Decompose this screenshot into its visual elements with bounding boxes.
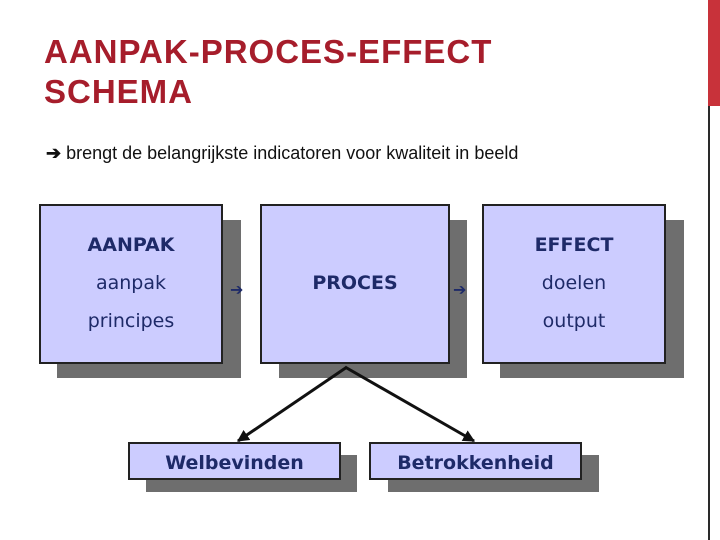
arrow-right-icon: ➔	[46, 143, 62, 163]
arrow-right-icon: ➔	[453, 280, 467, 299]
welbevinden-label: Welbevinden	[165, 452, 304, 474]
slide-title-line-1: AANPAK-PROCES-EFFECT	[44, 33, 493, 70]
effect-item: doelen	[541, 272, 607, 294]
arrow-right-icon: ➔	[230, 280, 244, 299]
betrokkenheid-box: Betrokkenheid	[369, 442, 582, 480]
proces-box: PROCES	[260, 204, 450, 364]
aanpak-item: principes	[87, 310, 175, 332]
subtitle-text: brengt de belangrijkste indicatoren voor…	[66, 143, 519, 163]
connector-line-right	[344, 365, 476, 443]
aanpak-item: aanpak	[95, 272, 167, 294]
slide-subtitle: ➔brengt de belangrijkste indicatoren voo…	[46, 143, 518, 164]
betrokkenheid-label: Betrokkenheid	[397, 452, 554, 474]
effect-box: EFFECT doelen output	[482, 204, 666, 364]
effect-heading: EFFECT	[534, 234, 614, 256]
accent-bar	[708, 0, 720, 106]
accent-line	[708, 106, 710, 540]
proces-heading: PROCES	[312, 272, 398, 294]
slide-title-line-2: SCHEMA	[44, 73, 194, 110]
aanpak-box: AANPAK aanpak principes	[39, 204, 223, 364]
connector-line-left	[237, 365, 348, 443]
slide-title: AANPAK-PROCES-EFFECT SCHEMA	[44, 32, 492, 112]
welbevinden-box: Welbevinden	[128, 442, 341, 480]
aanpak-heading: AANPAK	[87, 234, 175, 256]
effect-item: output	[542, 310, 606, 332]
